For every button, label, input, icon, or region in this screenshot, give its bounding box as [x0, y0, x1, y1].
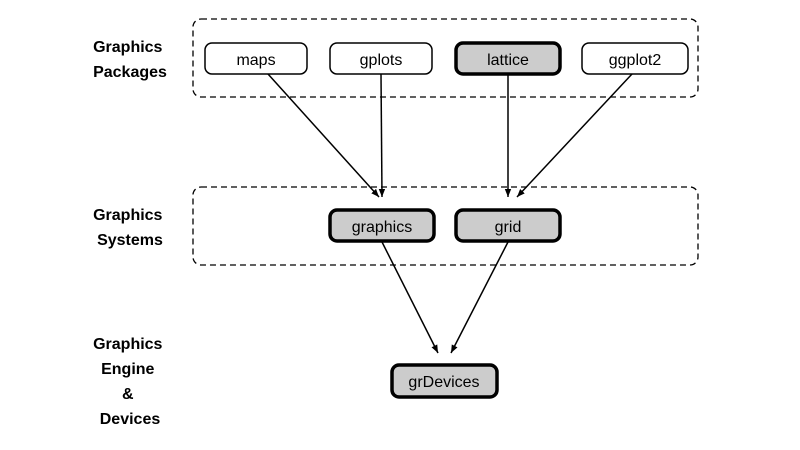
node-box: [454, 208, 562, 243]
node-graphics: graphics: [328, 208, 436, 243]
node-box: [204, 42, 308, 75]
packages-group-box: [192, 18, 699, 98]
node-label: maps: [236, 52, 275, 69]
node-label: graphics: [352, 219, 412, 236]
node-grid: grid: [454, 208, 562, 243]
layer-label-line: Systems: [97, 232, 163, 249]
layer-label-systems: Graphics Systems: [93, 207, 167, 249]
layer-label-line: Graphics: [93, 39, 162, 56]
node-box: [328, 208, 436, 243]
node-maps: maps: [204, 42, 308, 75]
edge-ggplot2-to-grid: [516, 73, 633, 198]
edge-gplots-to-graphics: [378, 73, 386, 198]
layer-label-line: Graphics: [93, 207, 162, 224]
node-label: grDevices: [408, 374, 479, 391]
node-label: grid: [495, 219, 522, 236]
layer-label-line: Packages: [93, 64, 167, 81]
node-box: [454, 41, 562, 76]
edge-graphics-to-grdevices: [381, 241, 439, 354]
node-ggplot2: ggplot2: [581, 42, 689, 75]
edge-maps-to-graphics: [267, 73, 380, 198]
edge-grid-to-grdevices: [450, 241, 509, 354]
node-label: ggplot2: [609, 52, 662, 69]
layer-label-line: Engine: [101, 361, 154, 378]
layer-label-line: &: [122, 386, 134, 403]
node-label: gplots: [360, 52, 403, 69]
node-lattice: lattice: [454, 41, 562, 76]
node-grdevices: grDevices: [390, 363, 499, 399]
node-label: lattice: [487, 52, 529, 69]
layer-label-engine: Graphics Engine & Devices: [93, 336, 167, 428]
systems-group-box: [192, 186, 699, 266]
node-box: [390, 363, 499, 399]
node-box: [329, 42, 433, 75]
layer-label-packages: Graphics Packages: [93, 39, 167, 81]
layer-label-line: Devices: [100, 411, 161, 428]
node-box: [581, 42, 689, 75]
node-gplots: gplots: [329, 42, 433, 75]
layer-label-line: Graphics: [93, 336, 162, 353]
